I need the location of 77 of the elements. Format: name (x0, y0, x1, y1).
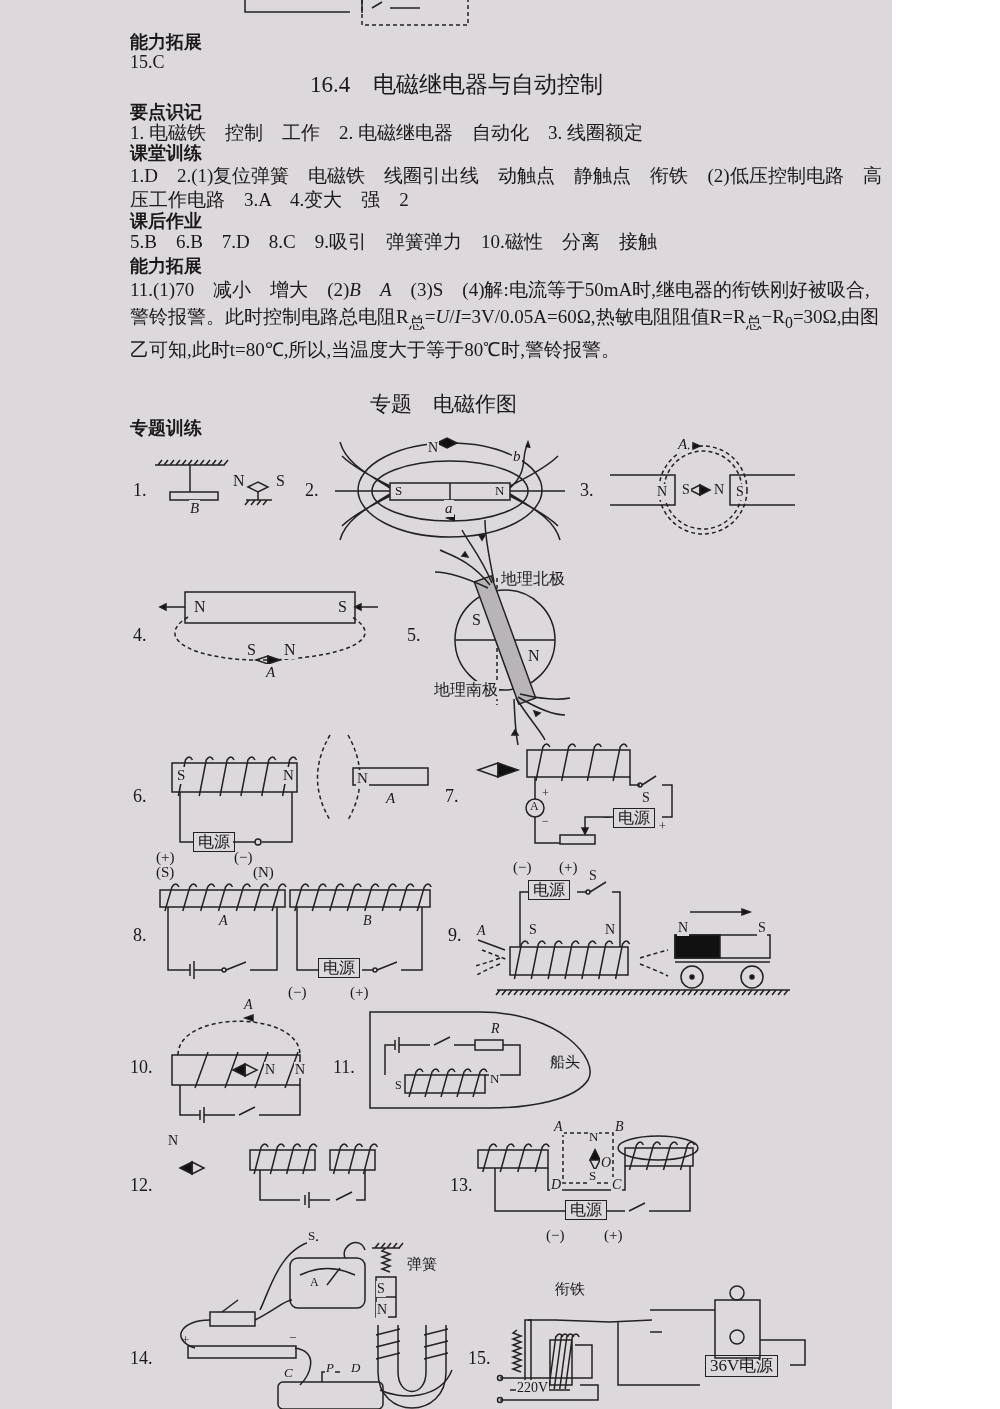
answer-paragraph: 11.(1)70 减小 增大 (2)B A (3)S (4)解:电流等于50mA时,继电器的衔铁刚好被吸合,警铃报警。此时控制电路总电阻R$_{总}$=U/I=3V/0.05A=60Ω,热敏电阻阻值R=R$_{总}$−R$_{0}$=30Ω,由图乙可知,此时t=80℃,所以,当温度大于等于80℃时,警铃报警。 (130, 278, 881, 362)
point-label: P (325, 1361, 335, 1376)
pole-label: N (656, 484, 669, 501)
pole-label: N (356, 770, 369, 788)
meter-label: A (310, 1276, 319, 1290)
polarity-label: − (603, 810, 611, 827)
part-label: 弹簧 (406, 1256, 438, 1274)
answer-text: 1.D 2.(1)复位弹簧 电磁铁 线圈引出线 动触点 静触点 衔铁 (2)低压控制电路 高压工作电路 3.A 4.变大 强 2 (130, 164, 883, 211)
chapter-title: 16.4 电磁继电器与自动控制 (310, 72, 604, 99)
pole-label: S (757, 920, 767, 937)
question-number: 13. (450, 1175, 473, 1196)
power-supply-box: 电源 (318, 958, 360, 979)
question-number: 3. (580, 480, 594, 501)
pole-label: N (677, 920, 690, 937)
question-number: 6. (133, 786, 147, 807)
polarity-label: (−) (234, 849, 253, 867)
question-number: 12. (130, 1175, 153, 1196)
polarity-label: (S) (156, 864, 175, 882)
answer-text: 5.B 6.B 7.D 8.C 9.吸引 弹簧弹力 10.磁性 分离 接触 (130, 231, 657, 253)
point-label: A (677, 436, 689, 454)
question-number: 4. (133, 625, 147, 646)
pole-label: S (376, 1281, 386, 1298)
part-label: 船头 (549, 1054, 581, 1072)
section-heading: 专题训练 (130, 418, 202, 439)
polarity-label: + (542, 787, 549, 801)
pole-label: N (376, 1302, 389, 1319)
polarity-label: (+) (559, 859, 578, 877)
section-heading: 能力拓展 (130, 32, 202, 53)
section-heading: 要点识记 (130, 102, 202, 123)
chapter-title: 专题 电磁作图 (370, 392, 517, 417)
point-label: A (553, 1119, 564, 1136)
answer-text: 1. 电磁铁 控制 工作 2. 电磁继电器 自动化 3. 线圈额定 (130, 122, 643, 143)
point-label: D (550, 1177, 563, 1194)
question-number: 11. (333, 1057, 355, 1078)
polarity-label: − (542, 815, 549, 829)
power-supply-box: 电源 (193, 832, 235, 853)
polarity-label: (−) (546, 1227, 565, 1245)
polarity-label: (−) (513, 859, 532, 877)
polarity-label: (+) (604, 1227, 623, 1245)
part-label: 地理南极 (433, 681, 499, 700)
point-label: C (611, 1177, 623, 1194)
power-supply-box: 电源 (528, 880, 570, 901)
pole-label: N (294, 1062, 307, 1079)
question-number: 15. (468, 1348, 491, 1369)
pole-label: S (588, 1169, 598, 1184)
point-label: a (444, 500, 454, 518)
section-heading: 课堂训练 (130, 143, 202, 164)
question-number: 1. (133, 480, 147, 501)
power-supply-box: 电源 (613, 808, 655, 829)
polarity-label: + (659, 820, 666, 834)
pole-label: S (735, 484, 745, 501)
question-number: 9. (448, 925, 462, 946)
question-number: 5. (407, 625, 421, 646)
polarity-label: + (182, 1333, 190, 1348)
question-number: 8. (133, 925, 147, 946)
part-label: 衔铁 (554, 1281, 586, 1299)
question-number: 10. (130, 1057, 153, 1078)
pole-label: S (176, 767, 187, 785)
pole-label: S (307, 1229, 317, 1244)
pole-label: N (283, 641, 297, 660)
section-heading: 能力拓展 (130, 256, 202, 277)
power-supply-box: 电源 (565, 1200, 607, 1221)
pole-label: N (282, 767, 295, 785)
polarity-label: (+) (156, 849, 175, 867)
section-heading: 课后作业 (130, 211, 202, 232)
power-supply-box: 36V电源 (705, 1355, 779, 1377)
polarity-label: (N) (253, 864, 274, 882)
question-number: 7. (445, 786, 459, 807)
polarity-label: (+) (350, 984, 369, 1002)
pole-label: S (246, 641, 257, 660)
polarity-label: − (289, 1331, 297, 1346)
question-number: 14. (130, 1348, 153, 1369)
question-number: 2. (305, 480, 319, 501)
meter-label: A (530, 800, 539, 814)
part-label: 地理北极 (500, 570, 566, 589)
answer-text: 15.C (130, 52, 165, 73)
polarity-label: (−) (288, 984, 307, 1002)
